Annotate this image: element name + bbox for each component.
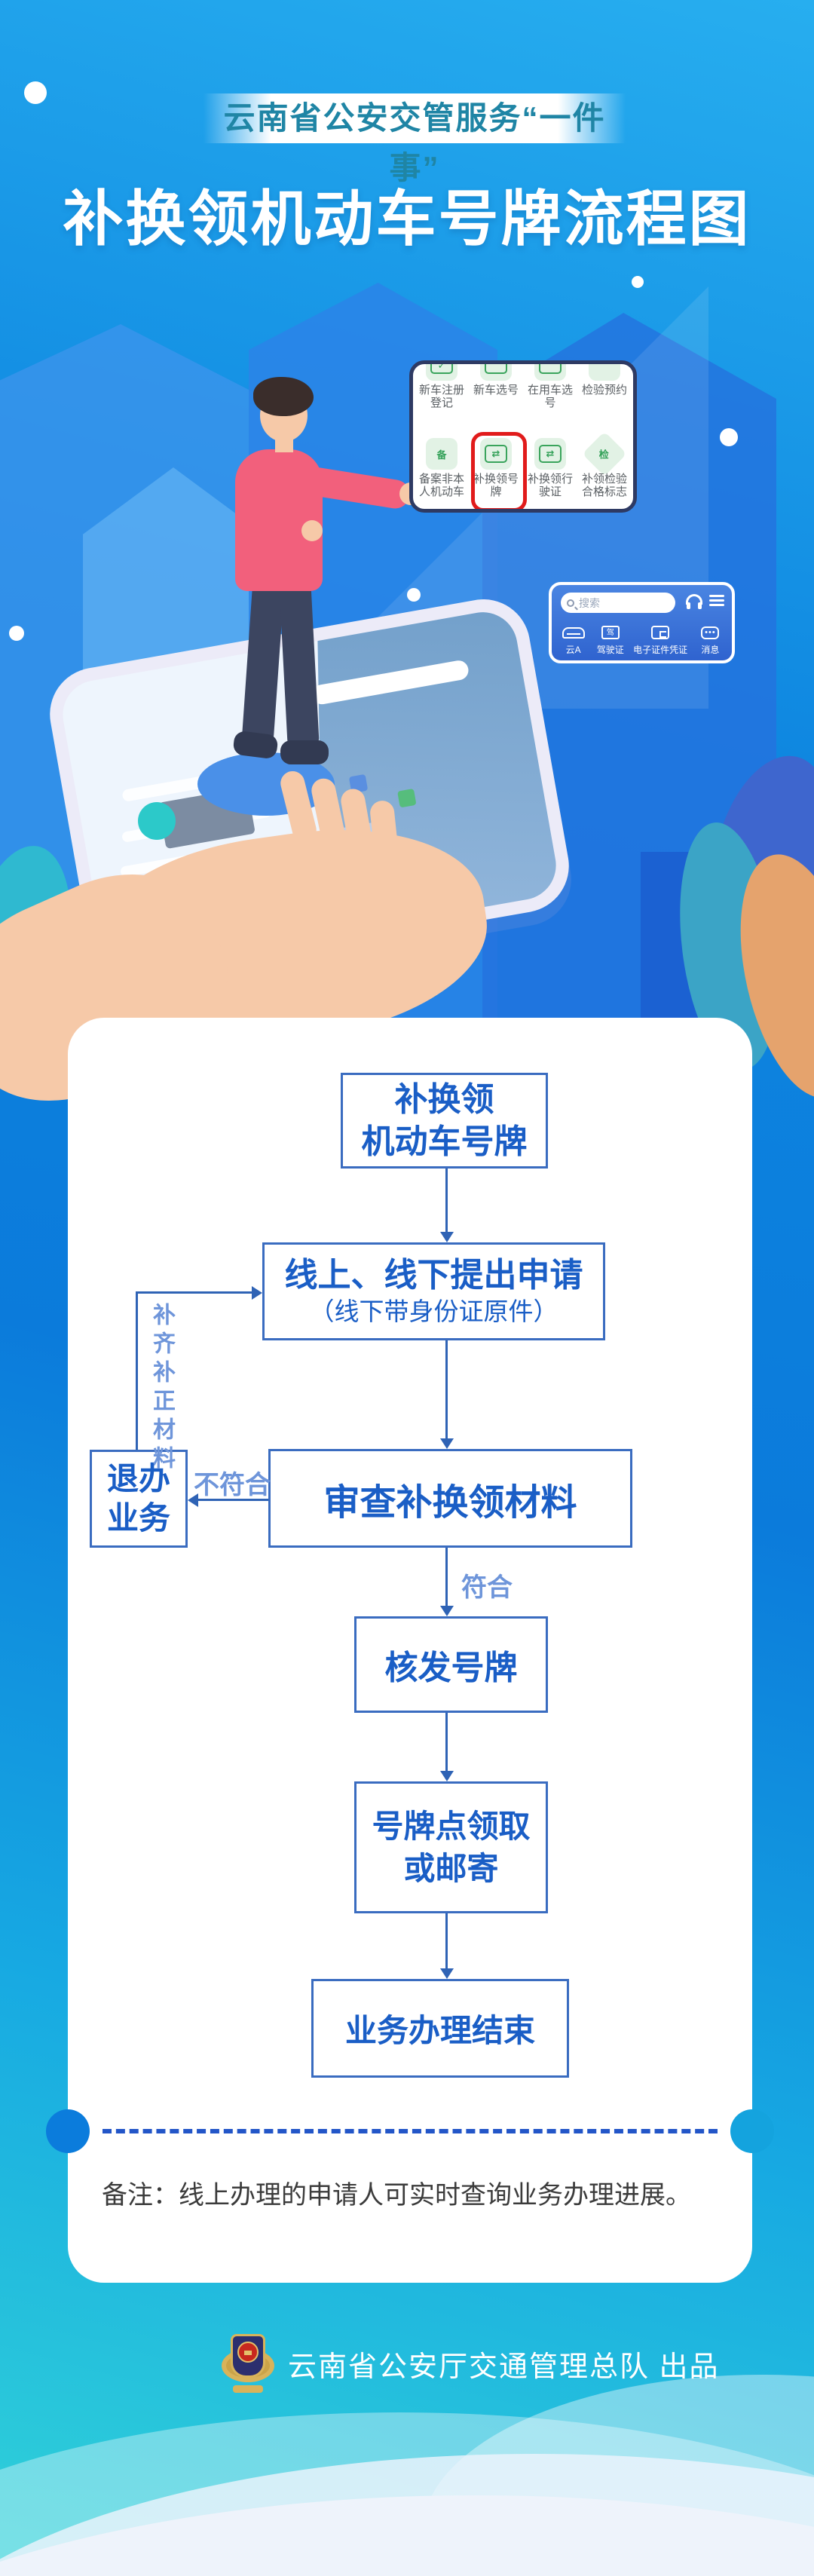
person-shoe — [280, 740, 329, 764]
plate-icon — [480, 364, 512, 381]
plate-icon — [534, 364, 566, 381]
bar-item: 云A — [555, 624, 592, 656]
flow-feedback-line — [136, 1291, 252, 1294]
flow-arrow — [445, 1169, 448, 1232]
app-grid: ✓ 新车注册登记 新车选号 在用车选号 检验预约 备 备案非本人机动车 ⇄ 补 — [415, 364, 632, 506]
white-dot — [720, 428, 738, 446]
page-title: 补换领机动车号牌流程图 — [63, 185, 751, 253]
flow-node-apply: 线上、线下提出申请 （线下带身份证原件） — [262, 1242, 605, 1340]
white-dot — [407, 588, 421, 602]
note-text: 备注：线上办理的申请人可实时查询业务办理进展。 — [102, 2181, 691, 2210]
flow-node-end: 业务办理结束 — [311, 1979, 569, 2078]
flow-node-pickup: 号牌点领取 或邮寄 — [354, 1781, 548, 1913]
police-badge-icon — [222, 2332, 274, 2393]
phone-bar-card: 搜索 云A 驾 驾驶证 电子证件凭证 ••• 消息 — [549, 582, 735, 663]
edge-label-supplement: 补齐补正材料 — [149, 1303, 174, 1475]
white-dot — [24, 81, 47, 104]
flow-arrow — [445, 1913, 448, 1970]
plate-swap-icon: ⇄ — [480, 438, 512, 470]
white-dot — [9, 626, 24, 641]
license-icon: 驾 — [601, 626, 620, 639]
car-icon — [589, 364, 620, 381]
edge-label-not-match: 不符合 — [194, 1471, 271, 1499]
menu-icon — [709, 595, 724, 606]
flowchart-card: 补换领 机动车号牌 线上、线下提出申请 （线下带身份证原件） 审查补换领材料 退… — [46, 1018, 774, 2283]
search-placeholder: 搜索 — [579, 596, 600, 609]
flow-node-review: 审查补换领材料 — [268, 1449, 632, 1548]
shield-icon: 备 — [426, 438, 457, 470]
ticket-dashed-divider — [103, 2129, 718, 2133]
flow-feedback-line — [136, 1291, 138, 1450]
app-item: 检 补领检验合格标志 — [577, 431, 632, 506]
bar-item: 电子证件凭证 — [629, 624, 692, 656]
flow-arrow — [445, 1340, 448, 1438]
person-hair — [253, 377, 314, 416]
flow-node-issue: 核发号牌 — [354, 1616, 548, 1713]
bar-item: 驾 驾驶证 — [592, 624, 629, 656]
flow-arrow — [445, 1548, 448, 1607]
headset-icon — [686, 594, 702, 609]
wallet-icon — [651, 626, 670, 639]
white-dot — [632, 276, 644, 288]
app-item: 检验预约 — [577, 364, 632, 436]
diamond-check-icon: 检 — [582, 431, 627, 476]
ticket-notch — [46, 2109, 90, 2153]
app-item: ✓ 新车注册登记 — [415, 364, 469, 436]
search-input: 搜索 — [561, 593, 675, 613]
app-screenshot-card: ✓ 新车注册登记 新车选号 在用车选号 检验预约 备 备案非本人机动车 ⇄ 补 — [409, 360, 637, 513]
flow-node-reject: 退办 业务 — [90, 1450, 188, 1548]
message-icon: ••• — [701, 626, 720, 639]
ticket-notch — [730, 2109, 774, 2153]
search-icon — [567, 599, 574, 607]
license-swap-icon: ⇄ — [534, 438, 566, 470]
app-item: 新车选号 — [469, 364, 523, 436]
app-item: ⇄ 补换领行驶证 — [523, 436, 577, 506]
car-icon — [562, 626, 585, 639]
app-item-highlighted: ⇄ 补换领号牌 — [469, 436, 523, 506]
app-item: 备 备案非本人机动车 — [415, 436, 469, 506]
edge-label-match: 符合 — [461, 1573, 513, 1602]
person-hand — [301, 520, 323, 541]
phone-home-dot — [138, 802, 176, 840]
flow-node-start: 补换领 机动车号牌 — [341, 1073, 548, 1169]
flow-arrow — [445, 1713, 448, 1772]
bar-item: ••• 消息 — [701, 626, 720, 655]
footer-credit: 云南省公安厅交通管理总队 出品 — [288, 2351, 720, 2383]
phone-bar-items: 云A 驾 驾驶证 电子证件凭证 ••• 消息 — [555, 624, 729, 656]
app-item: 在用车选号 — [523, 364, 577, 436]
flow-arrow — [198, 1499, 268, 1501]
plate-check-icon: ✓ — [426, 364, 457, 381]
header-badge: 云南省公安交管服务“一件事” — [204, 93, 626, 185]
